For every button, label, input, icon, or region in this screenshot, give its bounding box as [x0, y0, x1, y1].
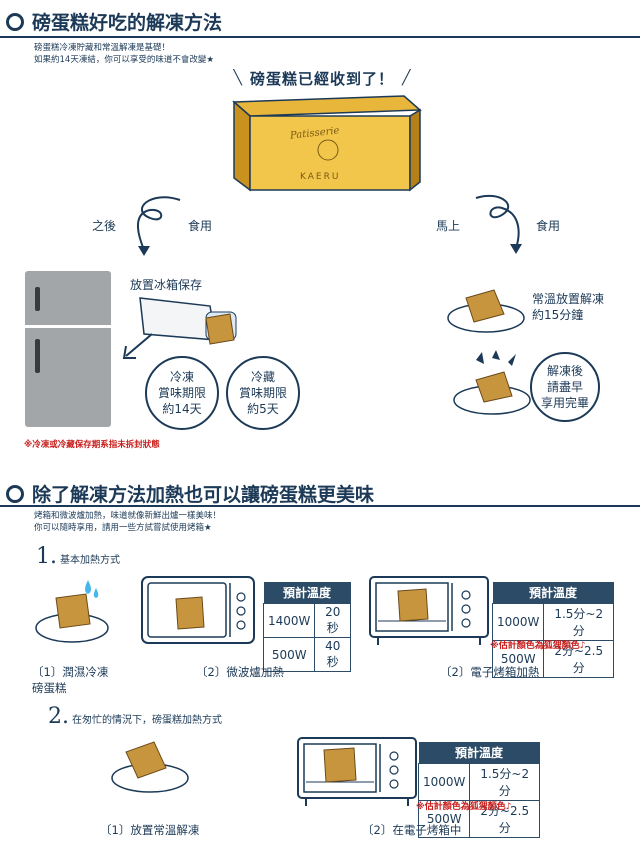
room-temp-text: 常溫放置解凍 約15分鐘: [532, 292, 605, 322]
label-eat-left: 食用: [188, 219, 213, 233]
arrow-to-fridge-icon: [122, 333, 153, 359]
divider: [0, 505, 640, 507]
curl-arrow-right-icon: [475, 194, 522, 254]
slash-right-icon: ╱: [402, 70, 411, 86]
plate-cake-illustration: [447, 289, 525, 333]
oven-temp-table: 預計溫度 1000W 1.5分~2分 500W 2分~2.5分: [491, 582, 614, 678]
fridge-handle: [35, 339, 40, 373]
fridge-handle: [35, 287, 40, 311]
plate-cake-ready-illustration: [453, 350, 531, 415]
caption-microwave: 〔2〕微波爐加熱: [196, 665, 284, 679]
chilled-circle: 冷藏 賞味期限 約5天: [226, 356, 300, 430]
received-banner: ╲ 磅蛋糕已經收到了！ ╱: [233, 69, 411, 88]
oven2-color-note: ※估計顏色為狐狸顏色♪: [416, 802, 512, 812]
caption-oven2: 〔2〕在電子烤箱中: [362, 823, 462, 837]
microwave-temp-table: 預計溫度 1400W 20秒 500W 40秒: [262, 582, 351, 672]
microwave-illustration: [141, 576, 255, 644]
fridge-door-line: [25, 325, 111, 328]
bagged-cake-illustration: [139, 297, 237, 345]
label-eat-right: 食用: [536, 219, 561, 233]
toaster-oven-illustration-2: [297, 737, 417, 806]
caption-moist: 〔1〕潤濕冷凍 磅蛋糕: [32, 665, 109, 695]
after-thaw-circle: 解凍後 請盡早 享用完畢: [530, 352, 600, 422]
label-immediately: 馬上: [436, 219, 461, 233]
circle-bullet-icon: [6, 484, 24, 503]
circle-bullet-icon: [6, 12, 24, 31]
caption-room-temp: 〔1〕放置常溫解凍: [100, 823, 200, 837]
label-later: 之後: [92, 219, 117, 233]
frozen-circle: 冷凍 賞味期限 約14天: [145, 356, 219, 430]
cake-box-illustration: [232, 95, 422, 192]
section1-title: 磅蛋糕好吃的解凍方法: [6, 8, 222, 35]
caption-oven: 〔2〕電子烤箱加熱: [440, 665, 540, 679]
section2-intro: 烤箱和微波爐加熱，味道就像新鮮出爐一樣美味！ 你可以隨時享用，請用一些方試嘗試使…: [34, 511, 222, 533]
fridge-illustration: [25, 271, 111, 427]
step1-heading: 1. 基本加熱方式: [36, 544, 120, 569]
curl-arrow-left-icon: [137, 196, 181, 256]
fridge-label: 放置冰箱保存: [130, 278, 203, 292]
moist-cake-illustration: [35, 580, 109, 643]
toaster-oven-illustration: [369, 576, 489, 645]
step2-heading: 2. 在匆忙的情況下，磅蛋糕加熱方式: [48, 704, 222, 729]
box-brand: KAERU: [300, 172, 341, 182]
fridge-note: ※冷凍或冷藏保存期系指未拆封狀態: [24, 440, 160, 450]
section2-title: 除了解凍方法加熱也可以讓磅蛋糕更美味: [6, 480, 374, 507]
oven-color-note: ※估計顏色為狐狸顏色♪: [490, 641, 586, 651]
oven2-temp-table: 預計溫度 1000W 1.5分~2分 500W 2分~2.5分: [417, 742, 540, 838]
divider: [0, 36, 640, 38]
slash-left-icon: ╲: [233, 70, 242, 86]
section1-intro: 磅蛋糕冷凍貯藏和常溫解凍是基礎！ 如果約14天凍結，你可以享受的味道不會改變★: [34, 43, 214, 65]
room-temp-cake-illustration: [111, 741, 189, 793]
